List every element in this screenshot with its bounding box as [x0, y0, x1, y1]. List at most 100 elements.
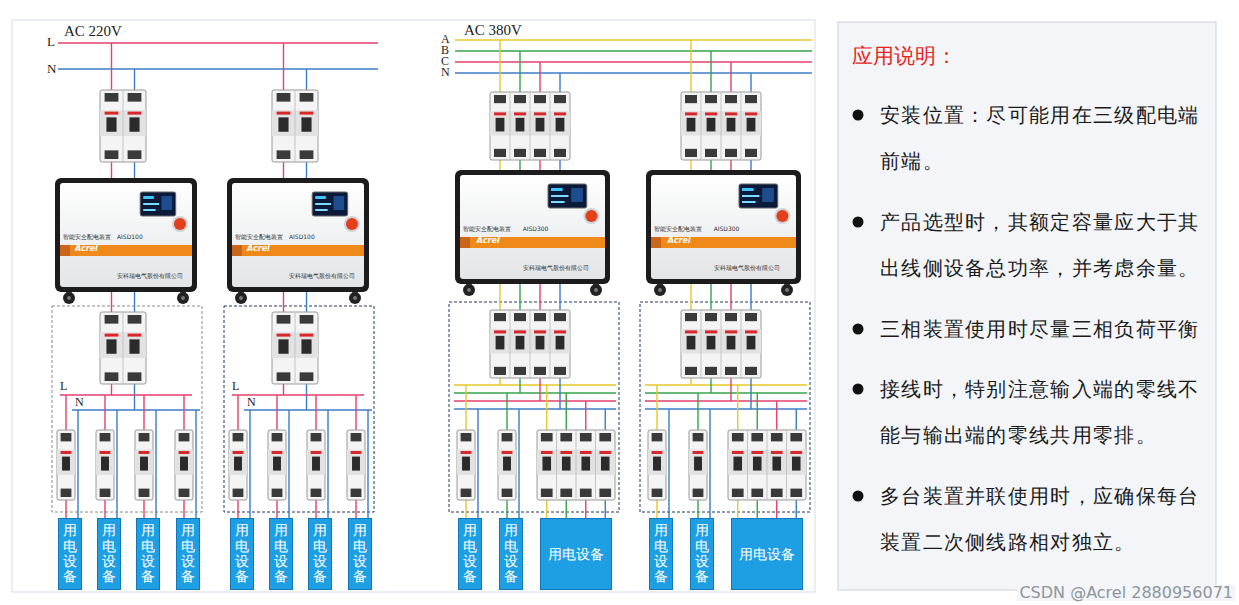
wire — [796, 409, 797, 430]
wire — [116, 410, 117, 518]
breaker-symbol — [96, 430, 114, 500]
wire — [710, 378, 711, 393]
wire — [134, 162, 135, 178]
wire — [697, 500, 698, 518]
note-item: 多台装置并联使用时，应确保每台装置二次侧线路相对独立。 — [880, 473, 1206, 565]
load-label: 用电设备 — [654, 523, 668, 585]
wire — [77, 410, 78, 518]
load-box: 用电设备 — [690, 518, 714, 590]
bullet-dot — [853, 384, 864, 395]
wire — [306, 292, 307, 312]
note-heading: 应用说明： — [852, 44, 957, 69]
wire — [546, 385, 547, 430]
wire — [454, 384, 616, 385]
breaker-symbol — [457, 430, 475, 500]
wire — [315, 500, 316, 518]
wire — [134, 384, 135, 410]
wire — [690, 284, 691, 310]
wire — [776, 401, 777, 430]
load-box: 用电设备 — [176, 518, 200, 590]
device-text: 安科瑞电气股份有限公司 — [289, 273, 355, 279]
breaker-symbol — [490, 310, 570, 378]
wire — [697, 393, 698, 430]
breaker-symbol — [728, 430, 806, 500]
device-illustration — [455, 170, 610, 296]
wire — [276, 395, 277, 430]
dashed-group-box — [640, 302, 810, 512]
load-label: 用电设备 — [353, 523, 367, 585]
wire — [519, 378, 520, 393]
breaker-symbol — [681, 310, 761, 378]
load-box: 用电设备 — [136, 518, 160, 590]
bullet-dot — [853, 217, 864, 228]
breaker-symbol — [498, 430, 516, 500]
device-box: 智能安全配电装置AISD100Acrel安科瑞电气股份有限公司 — [55, 178, 197, 292]
wire — [539, 62, 540, 92]
wire — [750, 73, 751, 92]
device-text: 安科瑞电气股份有限公司 — [523, 265, 589, 271]
wire — [288, 410, 289, 518]
wire — [499, 378, 500, 385]
wire-label: L — [47, 35, 55, 48]
wire — [559, 284, 560, 310]
device-text: 安科瑞电气股份有限公司 — [117, 273, 183, 279]
wire — [585, 500, 586, 518]
note-item: 产品选型时，其额定容量应大于其出线侧设备总功率，并考虑余量。 — [880, 199, 1206, 291]
wire — [518, 409, 519, 518]
wire — [546, 500, 547, 518]
device-text: AISD300 — [714, 226, 740, 232]
wire — [455, 61, 812, 62]
load-box: 用电设备 — [731, 518, 803, 590]
load-label: 用电设备 — [235, 523, 249, 585]
bullet-dot — [853, 110, 864, 121]
wire — [465, 385, 466, 430]
wire — [283, 384, 284, 395]
wire — [605, 409, 606, 430]
breaker-symbol — [648, 430, 666, 500]
note-panel-ground — [838, 22, 1216, 590]
device-text: AISD100 — [289, 234, 315, 240]
wire — [690, 40, 691, 92]
wire — [499, 160, 500, 170]
note-item: 接线时，特别注意输入端的零线不能与输出端的零线共用零排。 — [880, 366, 1206, 458]
load-box: 用电设备 — [540, 518, 612, 590]
wire — [499, 40, 500, 92]
diagram-frame — [12, 20, 815, 592]
wire — [465, 500, 466, 518]
device-box: 智能安全配电装置AISD100Acrel安科瑞电气股份有限公司 — [227, 178, 369, 292]
watermark: CSDN @Acrel 2880956071 — [1017, 585, 1235, 601]
load-label: 用电设备 — [141, 523, 155, 585]
wire — [237, 500, 238, 518]
breaker-symbol — [307, 430, 325, 500]
wire-label: L — [232, 381, 239, 392]
load-box: 用电设备 — [348, 518, 372, 590]
wire-label: A — [441, 34, 450, 45]
wire-layer — [58, 40, 812, 518]
wire — [710, 284, 711, 310]
device-text: 智能安全配电装置 — [654, 226, 702, 232]
wire-label: N — [47, 62, 56, 75]
wire-label: L — [60, 381, 67, 392]
wire — [668, 409, 669, 518]
wire — [155, 410, 156, 518]
load-box: 用电设备 — [97, 518, 121, 590]
wire-label: N — [75, 397, 84, 408]
part-layer — [55, 90, 864, 502]
wire — [645, 384, 807, 385]
wire — [506, 500, 507, 518]
load-box: 用电设备 — [499, 518, 523, 590]
wire — [690, 160, 691, 170]
breaker-symbol — [689, 430, 707, 500]
breaker-symbol — [681, 92, 761, 160]
wire — [111, 292, 112, 312]
wire — [244, 409, 372, 410]
wire — [455, 39, 812, 40]
breaker-symbol — [229, 430, 247, 500]
wire — [559, 378, 560, 409]
load-label: 用电设备 — [739, 546, 795, 563]
wire-label: AC 380V — [464, 23, 522, 38]
wire-label: C — [441, 56, 449, 67]
wire — [539, 160, 540, 170]
